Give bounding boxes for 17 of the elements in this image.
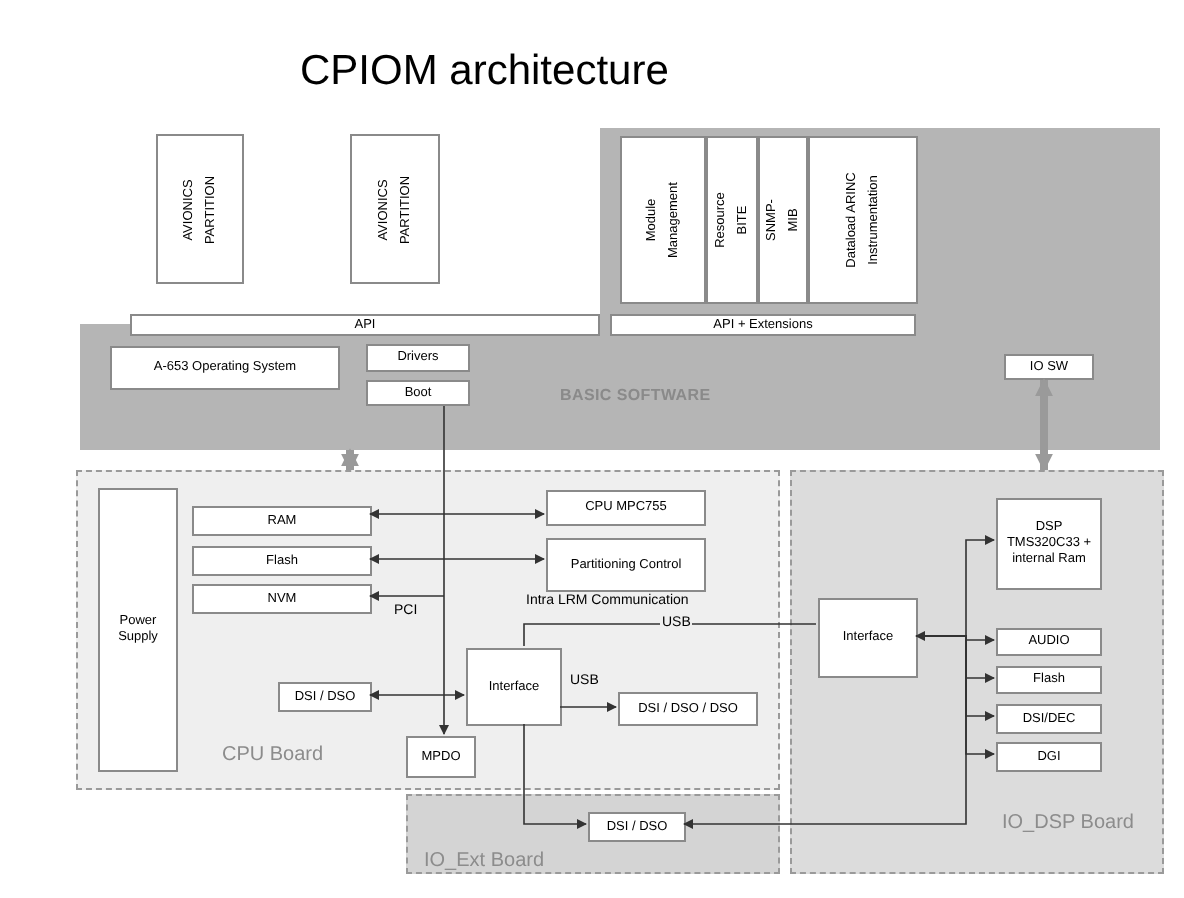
board-label: CPU Board xyxy=(222,742,324,770)
connector-arrow xyxy=(369,690,465,700)
board-panel xyxy=(406,794,780,874)
connector-arrow xyxy=(523,723,587,829)
diagram-title: CPIOM architecture xyxy=(300,46,669,98)
connector-arrow xyxy=(559,702,617,712)
board-panel xyxy=(76,470,780,790)
double-arrow xyxy=(341,448,359,472)
board-panel xyxy=(790,470,1164,874)
connector-arrow xyxy=(369,554,545,564)
board-label: IO_DSP Board xyxy=(1002,810,1134,838)
connector-arrow xyxy=(915,535,995,641)
board-label: IO_Ext Board xyxy=(424,848,545,876)
connector-arrow xyxy=(369,591,445,601)
connector-arrow xyxy=(369,509,545,519)
double-arrow xyxy=(1035,378,1053,472)
connector-arrow xyxy=(439,405,449,735)
